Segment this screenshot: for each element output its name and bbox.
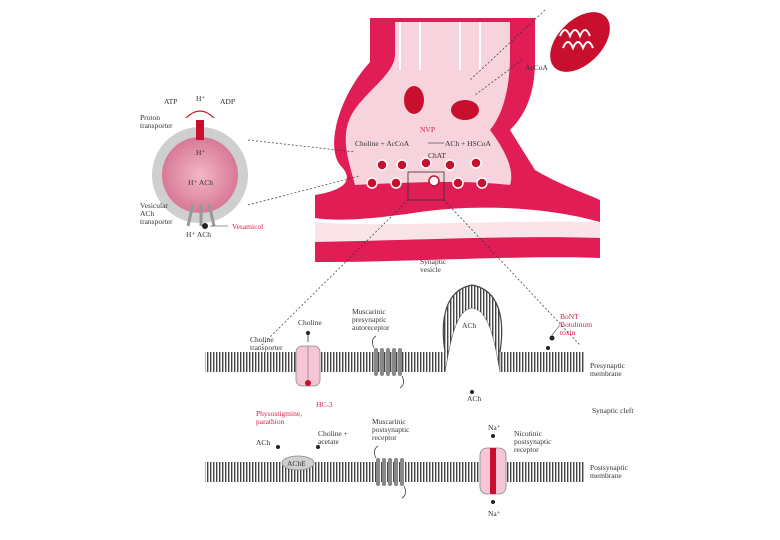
chat-label: ChAT — [428, 151, 446, 160]
transporter-icon — [295, 331, 321, 387]
choline-label: Choline — [298, 318, 322, 327]
accoa-mito-label: AcCoA — [525, 63, 548, 72]
choline-accoa-label: Choline + AcCoA — [355, 139, 410, 148]
vesicle-inset — [152, 110, 361, 229]
ache-label: AChE — [287, 459, 306, 468]
ach-left-label: ACh — [256, 438, 270, 447]
na-top-label: Na⁺ — [488, 423, 501, 432]
receptor-icon — [374, 445, 406, 499]
ache-enzyme — [276, 445, 320, 471]
receptor-icon — [479, 434, 507, 504]
mitochondrion-inset — [469, 9, 610, 96]
atp-label: ATP — [164, 97, 177, 106]
presynaptic-terminal — [315, 18, 600, 262]
h-plus-in-label: H⁺ — [196, 148, 205, 157]
synaptic-cleft-label: Synaptic cleft — [592, 406, 634, 415]
h-plus-top-label: H⁺ — [196, 94, 205, 103]
ach-cleft-label: ACh — [467, 394, 481, 403]
ach-hscoa-label: ACh + HSCoA — [445, 139, 491, 148]
transporter-icon — [196, 120, 204, 140]
ach-vesicle-label: ACh — [462, 321, 476, 330]
receptor-icon — [372, 335, 404, 389]
choline-acetate-label: Choline +acetate — [318, 429, 348, 446]
mitochondrion-icon — [451, 100, 479, 120]
h-plus-ach-bottom-label: H⁺ ACh — [186, 230, 211, 239]
h-plus-ach-label: H⁺ ACh — [188, 178, 213, 187]
hc3-label: HC-3 — [316, 400, 333, 409]
nvp-label: NVP — [420, 125, 435, 134]
physostigmine-label: Physostigmine,parathion — [256, 409, 302, 426]
presynaptic-membrane — [205, 284, 584, 373]
vesicle-icon — [366, 157, 488, 189]
mitochondrion-icon — [404, 86, 424, 114]
vesamicol-label: Vesamicol — [232, 222, 263, 231]
adp-label: ADP — [220, 97, 235, 106]
na-bottom-label: Na⁺ — [488, 509, 501, 518]
